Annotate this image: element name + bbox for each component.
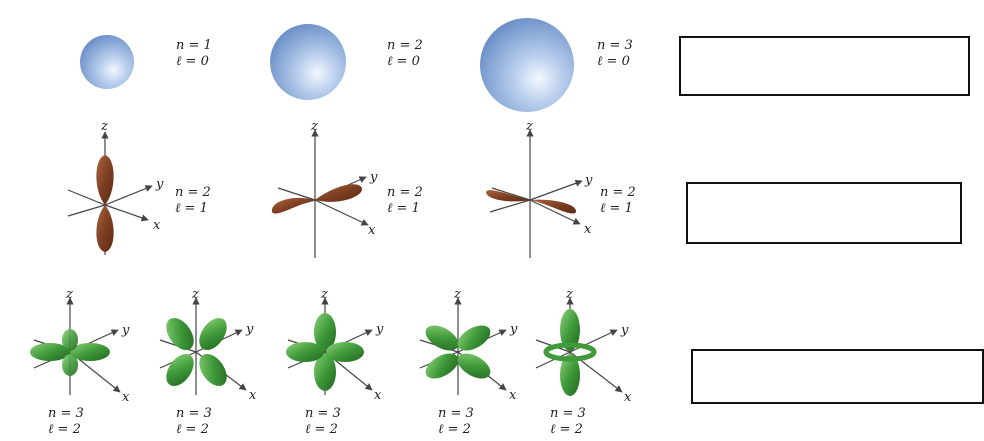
axis-y-label: y bbox=[121, 323, 130, 338]
axis-y-label: y bbox=[245, 322, 254, 337]
answer-box-s[interactable] bbox=[679, 36, 970, 96]
axis-y-label: y bbox=[620, 323, 629, 338]
n-value: n = 2 bbox=[387, 38, 423, 54]
axis-z-label: z bbox=[310, 119, 318, 134]
axis-x-label: x bbox=[624, 390, 632, 405]
n-value: n = 3 bbox=[550, 406, 586, 422]
n-value: n = 3 bbox=[438, 406, 474, 422]
n-value: n = 2 bbox=[175, 185, 211, 201]
n-value: n = 3 bbox=[597, 38, 633, 54]
axis-z-label: z bbox=[191, 287, 199, 302]
axis-x-label: x bbox=[249, 388, 257, 403]
quantum-label: n = 2 ℓ = 1 bbox=[600, 185, 636, 217]
n-value: n = 2 bbox=[387, 185, 423, 201]
n-value: n = 3 bbox=[176, 406, 212, 422]
l-value: ℓ = 0 bbox=[597, 54, 633, 70]
axis-z-label: z bbox=[565, 287, 573, 302]
d-orbital-1 bbox=[30, 298, 120, 395]
quantum-label: n = 2 ℓ = 1 bbox=[175, 185, 211, 217]
quantum-label: n = 2 ℓ = 1 bbox=[387, 185, 423, 217]
quantum-label: n = 3 ℓ = 2 bbox=[550, 406, 586, 438]
axis-z-label: z bbox=[525, 119, 533, 134]
quantum-label: n = 3 ℓ = 2 bbox=[438, 406, 474, 438]
l-value: ℓ = 2 bbox=[48, 422, 84, 438]
quantum-label: n = 3 ℓ = 0 bbox=[597, 38, 633, 70]
s-orbital-1s bbox=[80, 35, 134, 89]
s-orbital-2s bbox=[270, 24, 346, 100]
l-value: ℓ = 1 bbox=[387, 201, 423, 217]
d-orbital-2 bbox=[160, 298, 246, 395]
l-value: ℓ = 2 bbox=[550, 422, 586, 438]
axis-y-label: y bbox=[375, 322, 384, 337]
l-value: ℓ = 2 bbox=[438, 422, 474, 438]
axis-x-label: x bbox=[509, 388, 517, 403]
axis-y-label: y bbox=[509, 322, 518, 337]
axis-y-label: y bbox=[584, 173, 593, 188]
n-value: n = 1 bbox=[176, 38, 212, 54]
n-value: n = 3 bbox=[48, 406, 84, 422]
quantum-label: n = 3 ℓ = 2 bbox=[176, 406, 212, 438]
n-value: n = 3 bbox=[305, 406, 341, 422]
d-orbital-3 bbox=[286, 298, 372, 395]
axis-y-label: y bbox=[369, 170, 378, 185]
axis-z-label: z bbox=[320, 287, 328, 302]
axis-y-label: y bbox=[155, 177, 164, 192]
p-orbital-y bbox=[272, 130, 368, 258]
s-orbital-3s bbox=[480, 18, 574, 112]
axis-z-label: z bbox=[453, 287, 461, 302]
l-value: ℓ = 2 bbox=[176, 422, 212, 438]
l-value: ℓ = 1 bbox=[600, 201, 636, 217]
quantum-label: n = 3 ℓ = 2 bbox=[305, 406, 341, 438]
d-orbital-5 bbox=[536, 298, 622, 396]
p-orbital-x bbox=[486, 130, 582, 258]
axis-x-label: x bbox=[584, 222, 592, 237]
l-value: ℓ = 0 bbox=[387, 54, 423, 70]
p-orbital-z bbox=[68, 132, 152, 255]
answer-box-d[interactable] bbox=[691, 349, 984, 404]
quantum-label: n = 2 ℓ = 0 bbox=[387, 38, 423, 70]
n-value: n = 2 bbox=[600, 185, 636, 201]
axis-x-label: x bbox=[368, 223, 376, 238]
l-value: ℓ = 1 bbox=[175, 201, 211, 217]
axis-x-label: x bbox=[153, 218, 161, 233]
axis-z-label: z bbox=[100, 119, 108, 134]
axis-z-label: z bbox=[65, 287, 73, 302]
axis-x-label: x bbox=[122, 390, 130, 405]
axis-x-label: x bbox=[374, 388, 382, 403]
quantum-label: n = 3 ℓ = 2 bbox=[48, 406, 84, 438]
d-orbital-4 bbox=[420, 298, 506, 395]
answer-box-p[interactable] bbox=[686, 182, 962, 244]
quantum-label: n = 1 ℓ = 0 bbox=[176, 38, 212, 70]
l-value: ℓ = 2 bbox=[305, 422, 341, 438]
l-value: ℓ = 0 bbox=[176, 54, 212, 70]
